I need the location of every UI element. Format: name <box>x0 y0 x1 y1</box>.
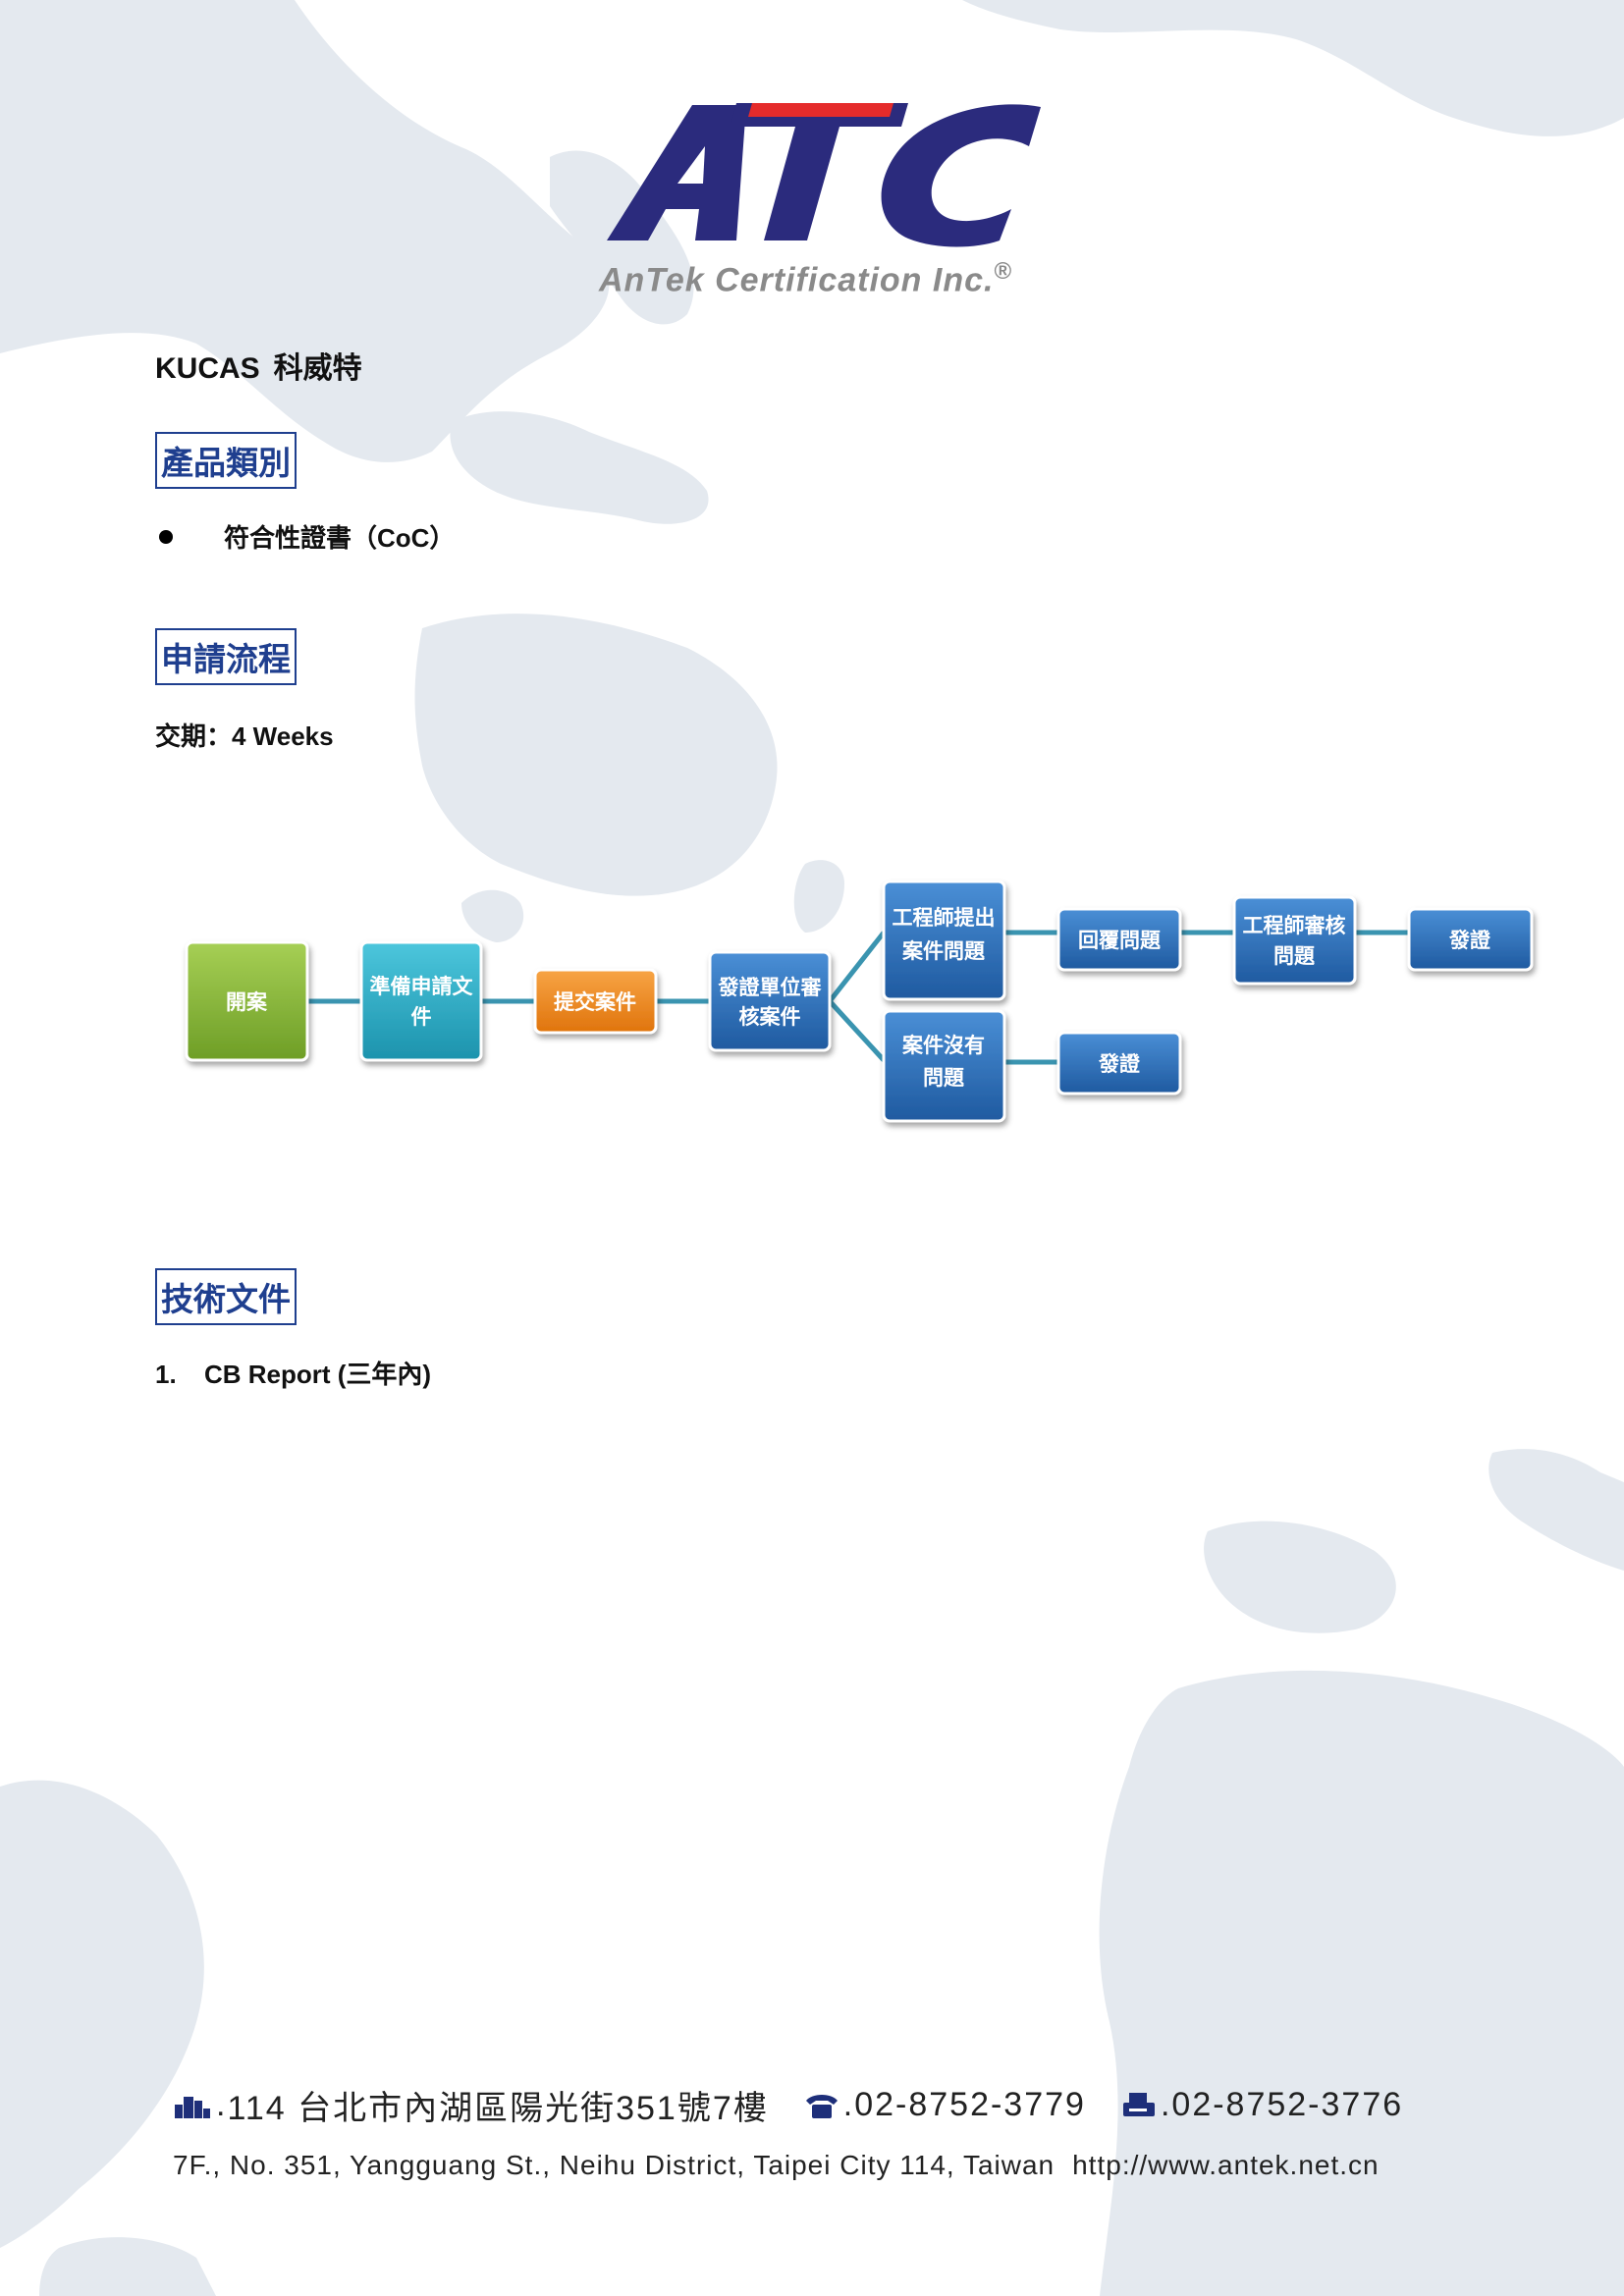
footer-fax: 02-8752-3776 <box>1171 2086 1404 2123</box>
doc-item-text: CB Report (三年內) <box>204 1360 432 1389</box>
doc-item-number: 1. <box>155 1360 177 1389</box>
svg-text:工程師審核: 工程師審核 <box>1243 914 1346 937</box>
footer-address-en: 7F., No. 351, Yangguang St., Neihu Distr… <box>173 2150 1056 2180</box>
flow-node-submit: 提交案件 <box>533 968 658 1035</box>
svg-text:核案件: 核案件 <box>739 1005 801 1029</box>
company-name-cn: 科威特 <box>273 352 362 385</box>
flow-node-issue-certificate-a: 發證 <box>1407 907 1534 972</box>
svg-text:工程師提出: 工程師提出 <box>893 906 996 930</box>
building-icon <box>175 2096 210 2118</box>
svg-text:問題: 問題 <box>1273 945 1316 968</box>
footer-contact: .114 台北市內湖區陽光街351號7樓 .02-8752-3779 .02-8… <box>173 2081 1403 2129</box>
flow-node-review: 發證單位審 核案件 <box>708 950 832 1052</box>
lead-time: 交期：4 Weeks <box>155 721 334 751</box>
footer-phone[interactable]: 02-8752-3779 <box>854 2086 1086 2123</box>
svg-text:問題: 問題 <box>923 1067 965 1090</box>
doc-list-item: 1. CB Report (三年內) <box>155 1355 431 1391</box>
svg-text:案件問題: 案件問題 <box>901 939 986 963</box>
section-title-process: 申請流程 <box>155 628 297 685</box>
svg-text:案件沒有: 案件沒有 <box>901 1034 985 1057</box>
logo-tagline: AnTek Certification Inc.® <box>599 258 1013 299</box>
flow-node-prepare: 準備申請文 件 <box>359 940 483 1062</box>
phone-icon <box>805 2094 838 2118</box>
flow-node-engineer-question: 工程師提出 案件問題 <box>882 880 1006 1001</box>
svg-text:提交案件: 提交案件 <box>554 990 636 1014</box>
flow-node-engineer-review: 工程師審核 問題 <box>1232 895 1357 986</box>
svg-text:發證: 發證 <box>1448 929 1491 952</box>
flow-node-reply: 回覆問題 <box>1056 907 1182 972</box>
svg-text:件: 件 <box>411 1006 432 1029</box>
svg-text:發證: 發證 <box>1098 1052 1141 1076</box>
svg-text:回覆問題: 回覆問題 <box>1078 930 1162 952</box>
fax-icon <box>1122 2092 1155 2116</box>
flow-connectors <box>307 930 1409 1065</box>
svg-text:準備申請文: 準備申請文 <box>370 975 474 998</box>
section-title-docs: 技術文件 <box>155 1268 297 1325</box>
svg-text:發證單位審: 發證單位審 <box>718 976 823 999</box>
product-item-text: 符合性證書（CoC） <box>224 523 456 553</box>
company-heading: KUCAS 科威特 <box>155 344 362 387</box>
bullet-icon <box>159 529 173 544</box>
footer-address-cn: 114 台北市內湖區陽光街351號7樓 <box>227 2090 769 2127</box>
company-name-en: KUCAS <box>155 352 260 385</box>
company-logo: AnTek Certification Inc.® <box>589 93 1051 299</box>
section-title-products: 產品類別 <box>155 432 297 489</box>
flow-node-no-issue: 案件沒有 問題 <box>882 1009 1006 1123</box>
footer-address: 7F., No. 351, Yangguang St., Neihu Distr… <box>173 2150 1380 2181</box>
flow-node-open: 開案 <box>185 940 309 1062</box>
flow-node-issue-certificate-b: 發證 <box>1056 1031 1182 1095</box>
atc-logo-mark <box>607 103 1041 247</box>
footer-website-link[interactable]: http://www.antek.net.cn <box>1072 2150 1380 2180</box>
application-flowchart: 開案 準備申請文 件 提交案件 發證單位審 核案件 工程師提出 案件問題 回覆問… <box>185 880 1534 1123</box>
svg-text:開案: 開案 <box>226 990 268 1014</box>
product-list-item: 符合性證書（CoC） <box>155 518 455 555</box>
